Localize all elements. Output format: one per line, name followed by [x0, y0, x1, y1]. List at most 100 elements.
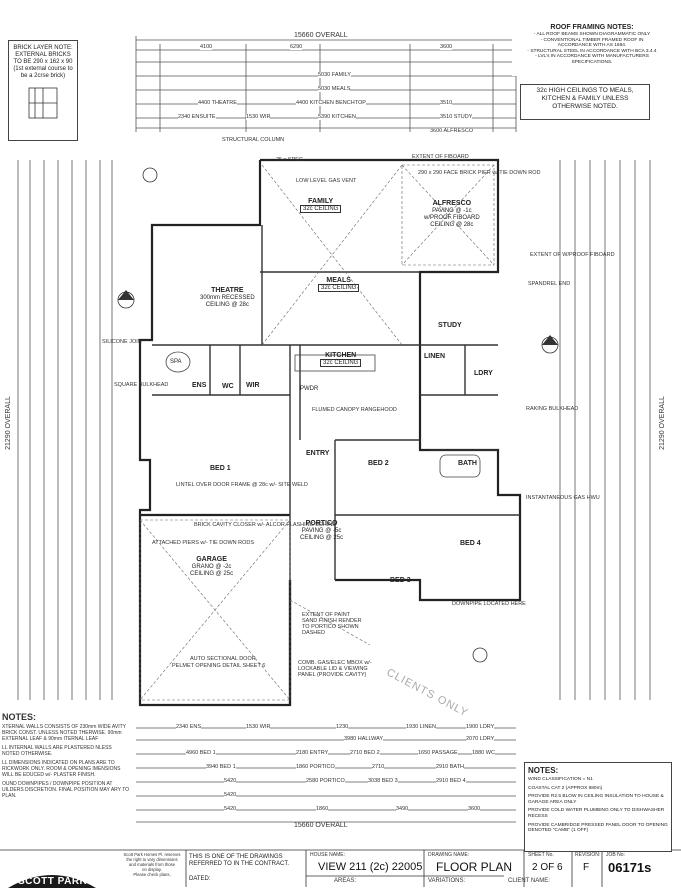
annotation: AUTO SECTIONAL DOOR: [190, 656, 256, 662]
general-notes-left: NOTES: XTERNAL WALLS CONSISTS OF 230mm W…: [2, 712, 130, 802]
builder-note-line: and materials from those: [128, 862, 176, 867]
annotation: FLUMED CANOPY RANGEHOOD: [312, 407, 397, 413]
room-family-ceiling: 32c CEILING: [300, 205, 342, 213]
notes-right-item: PROVIDE CAMBRIDGE PRESSED PANEL DOOR TO …: [528, 822, 668, 834]
roof-note-line: - CONVENTIONAL TIMBER FRAMED ROOF IN: [540, 37, 644, 43]
overall-bottom-dimension: 15660 OVERALL: [292, 822, 350, 829]
roof-note-title: ROOF FRAMING NOTES:: [550, 24, 634, 31]
room-bed2-name: BED 2: [368, 460, 389, 467]
top-dim: 3510 STUDY: [440, 114, 473, 120]
roof-note-line: - STRUCTURAL STEEL IN ACCORDANCE WITH BC…: [527, 48, 657, 54]
room-bed1: BED 1: [210, 465, 231, 473]
notes-left-item: XTERNAL WALLS CONSISTS OF 230mm WIDE AVI…: [2, 724, 126, 742]
bottom-dim: 2070 LDRY: [466, 736, 495, 742]
room-garage-line: GRANO @ -2c: [191, 564, 232, 570]
bottom-dim: 2580 PORTICO: [306, 778, 345, 784]
house-name-label: HOUSE NAME:: [310, 852, 346, 858]
notes-right-item: PROVIDE COLD WATER PLUMBING ONLY TO DISH…: [528, 808, 665, 819]
variations-label: VARIATIONS:: [428, 878, 466, 884]
room-bath-name: BATH: [458, 460, 477, 467]
bottom-dim: 5420: [224, 792, 237, 798]
room-pwdr-name: PWDR: [300, 386, 319, 392]
annotation: INSTANTANEOUS GAS HWU: [526, 495, 600, 501]
room-bed4: BED 4: [460, 540, 481, 548]
contract-note-line: THIS IS ONE OF THE DRAWINGS: [189, 854, 283, 860]
bottom-dim: 3490: [396, 806, 409, 812]
room-ldry: LDRY: [474, 370, 493, 378]
room-wc: WC: [222, 383, 234, 391]
areas-label: AREAS:: [334, 878, 357, 884]
top-dim: 3510: [440, 100, 453, 106]
room-ldry-name: LDRY: [474, 370, 493, 377]
top-dim: 1530 WIR: [246, 114, 271, 120]
top-dim: 6290: [290, 44, 303, 50]
room-alfresco-line: w/PROOF FIBOARD: [424, 215, 480, 221]
top-dim: 4400 KITCHEN BENCHTOP: [296, 100, 366, 106]
builder-note-line: Please check plans,: [133, 872, 171, 877]
top-dim: 5390 KITCHEN: [318, 114, 356, 120]
bottom-dim: 1650 PASSAGE: [418, 750, 458, 756]
brick-layer-note: BRICK LAYER NOTE: EXTERNAL BRICKS TO BE …: [8, 40, 78, 141]
room-theatre-line: 300mm RECESSED: [200, 295, 255, 301]
top-dim: 4100: [200, 44, 213, 50]
brick-note-line: TO BE 290 x 162 x 90: [13, 59, 73, 65]
notes-right-item: COASTAL CAT 2 (APPROX 680m): [528, 785, 603, 791]
room-family-name: FAMILY: [308, 198, 334, 205]
notes-left-item: LL INTERNAL WALLS ARE PLASTERED NLESS NO…: [2, 745, 112, 757]
room-family: FAMILY 32c CEILING: [300, 198, 342, 213]
annotation: EXTENT OF W/PROOF FIBOARD: [530, 252, 615, 258]
roof-framing-note: ROOF FRAMING NOTES: - ALL ROOF BEAMS SHO…: [512, 24, 672, 76]
top-dim: 2340 ENSUITE: [178, 114, 216, 120]
room-theatre: THEATRE 300mm RECESSED CEILING @ 28c: [200, 287, 255, 309]
bottom-dim: 3940 BED 1: [206, 764, 236, 770]
notes-left-item: OUND DOWNPIPES / DOWNPIPE POSITION AT UI…: [2, 781, 130, 799]
room-garage-line: CEILING @ 25c: [190, 571, 234, 577]
room-linen-name: LINEN: [424, 353, 445, 360]
bottom-dim: 3600: [468, 806, 481, 812]
client-name-label: CLIENT NAME:: [508, 878, 550, 884]
bottom-dim: 1860 PORTICO: [296, 764, 335, 770]
builder-logo: SCOTT PARK: [4, 858, 100, 888]
room-bed4-name: BED 4: [460, 540, 481, 547]
house-name: VIEW 211 (2c) 22005: [318, 861, 423, 873]
annotation: PELMET OPENING DETAIL SHEET 6: [172, 663, 266, 669]
revision-label: REVISION:: [575, 852, 601, 858]
room-linen: LINEN: [424, 353, 445, 361]
room-portico-line: CEILING @ 25c: [300, 535, 344, 541]
annotation: EXTENT OF PAINT SAND FINISH RENDER TO PO…: [302, 612, 362, 636]
roof-note-line: SPECIFICATIONS.: [571, 59, 613, 65]
room-bed3: BED 3: [390, 577, 411, 585]
room-garage-name: GARAGE: [196, 556, 227, 563]
notes-right-title: NOTES:: [528, 766, 559, 775]
drawing-name-label: DRAWING NAME:: [428, 852, 470, 858]
room-bed2: BED 2: [368, 460, 389, 468]
room-alfresco-name: ALFRESCO: [432, 200, 472, 207]
room-alfresco: ALFRESCO PAVING @ -1c w/PROOF FIBOARD CE…: [424, 200, 480, 229]
dated-label: DATED:: [189, 876, 211, 882]
job-number: 06171s: [608, 860, 652, 875]
annotation: STRUCTURAL COLUMN: [222, 137, 285, 143]
room-pwdr: PWDR: [300, 386, 318, 393]
bottom-dim: 3980 HALLWAY: [344, 736, 384, 742]
annotation: SILICONE JOIN: [102, 339, 142, 345]
top-dim: 3600: [440, 44, 453, 50]
room-theatre-name: THEATRE: [211, 287, 244, 294]
brick-note-line: (1st external course to: [13, 66, 73, 72]
bottom-dim: 1860: [316, 806, 329, 812]
annotation: SQUARE BULKHEAD: [114, 382, 169, 388]
annotation: LOW LEVEL GAS VENT: [296, 178, 357, 184]
brick-note-title: BRICK LAYER NOTE:: [13, 45, 73, 51]
brick-note-line: EXTERNAL BRICKS: [15, 52, 71, 58]
ceiling-note: 32c HIGH CEILINGS TO MEALS, KITCHEN & FA…: [520, 84, 650, 120]
notes-right-item: WIND CLASSIFICATION = N1: [528, 777, 593, 782]
annotation: DOWNPIPE LOCATED HERE: [452, 601, 526, 607]
room-ens: ENS: [192, 382, 206, 390]
ceiling-note-line: OTHERWISE NOTED.: [552, 103, 618, 110]
bottom-dim: 5420: [224, 806, 237, 812]
annotation: BRICK CAVITY CLOSER w/- ALCOR FLASHING B…: [194, 522, 337, 528]
room-kitchen: KITCHEN 32c CEILING: [320, 352, 362, 367]
room-portico-name: PORTICO: [305, 520, 338, 527]
annotation: RAKING BULKHEAD: [526, 406, 579, 412]
revision-value: F: [583, 862, 590, 873]
overall-right-dimension: 21290 OVERALL: [658, 396, 666, 450]
